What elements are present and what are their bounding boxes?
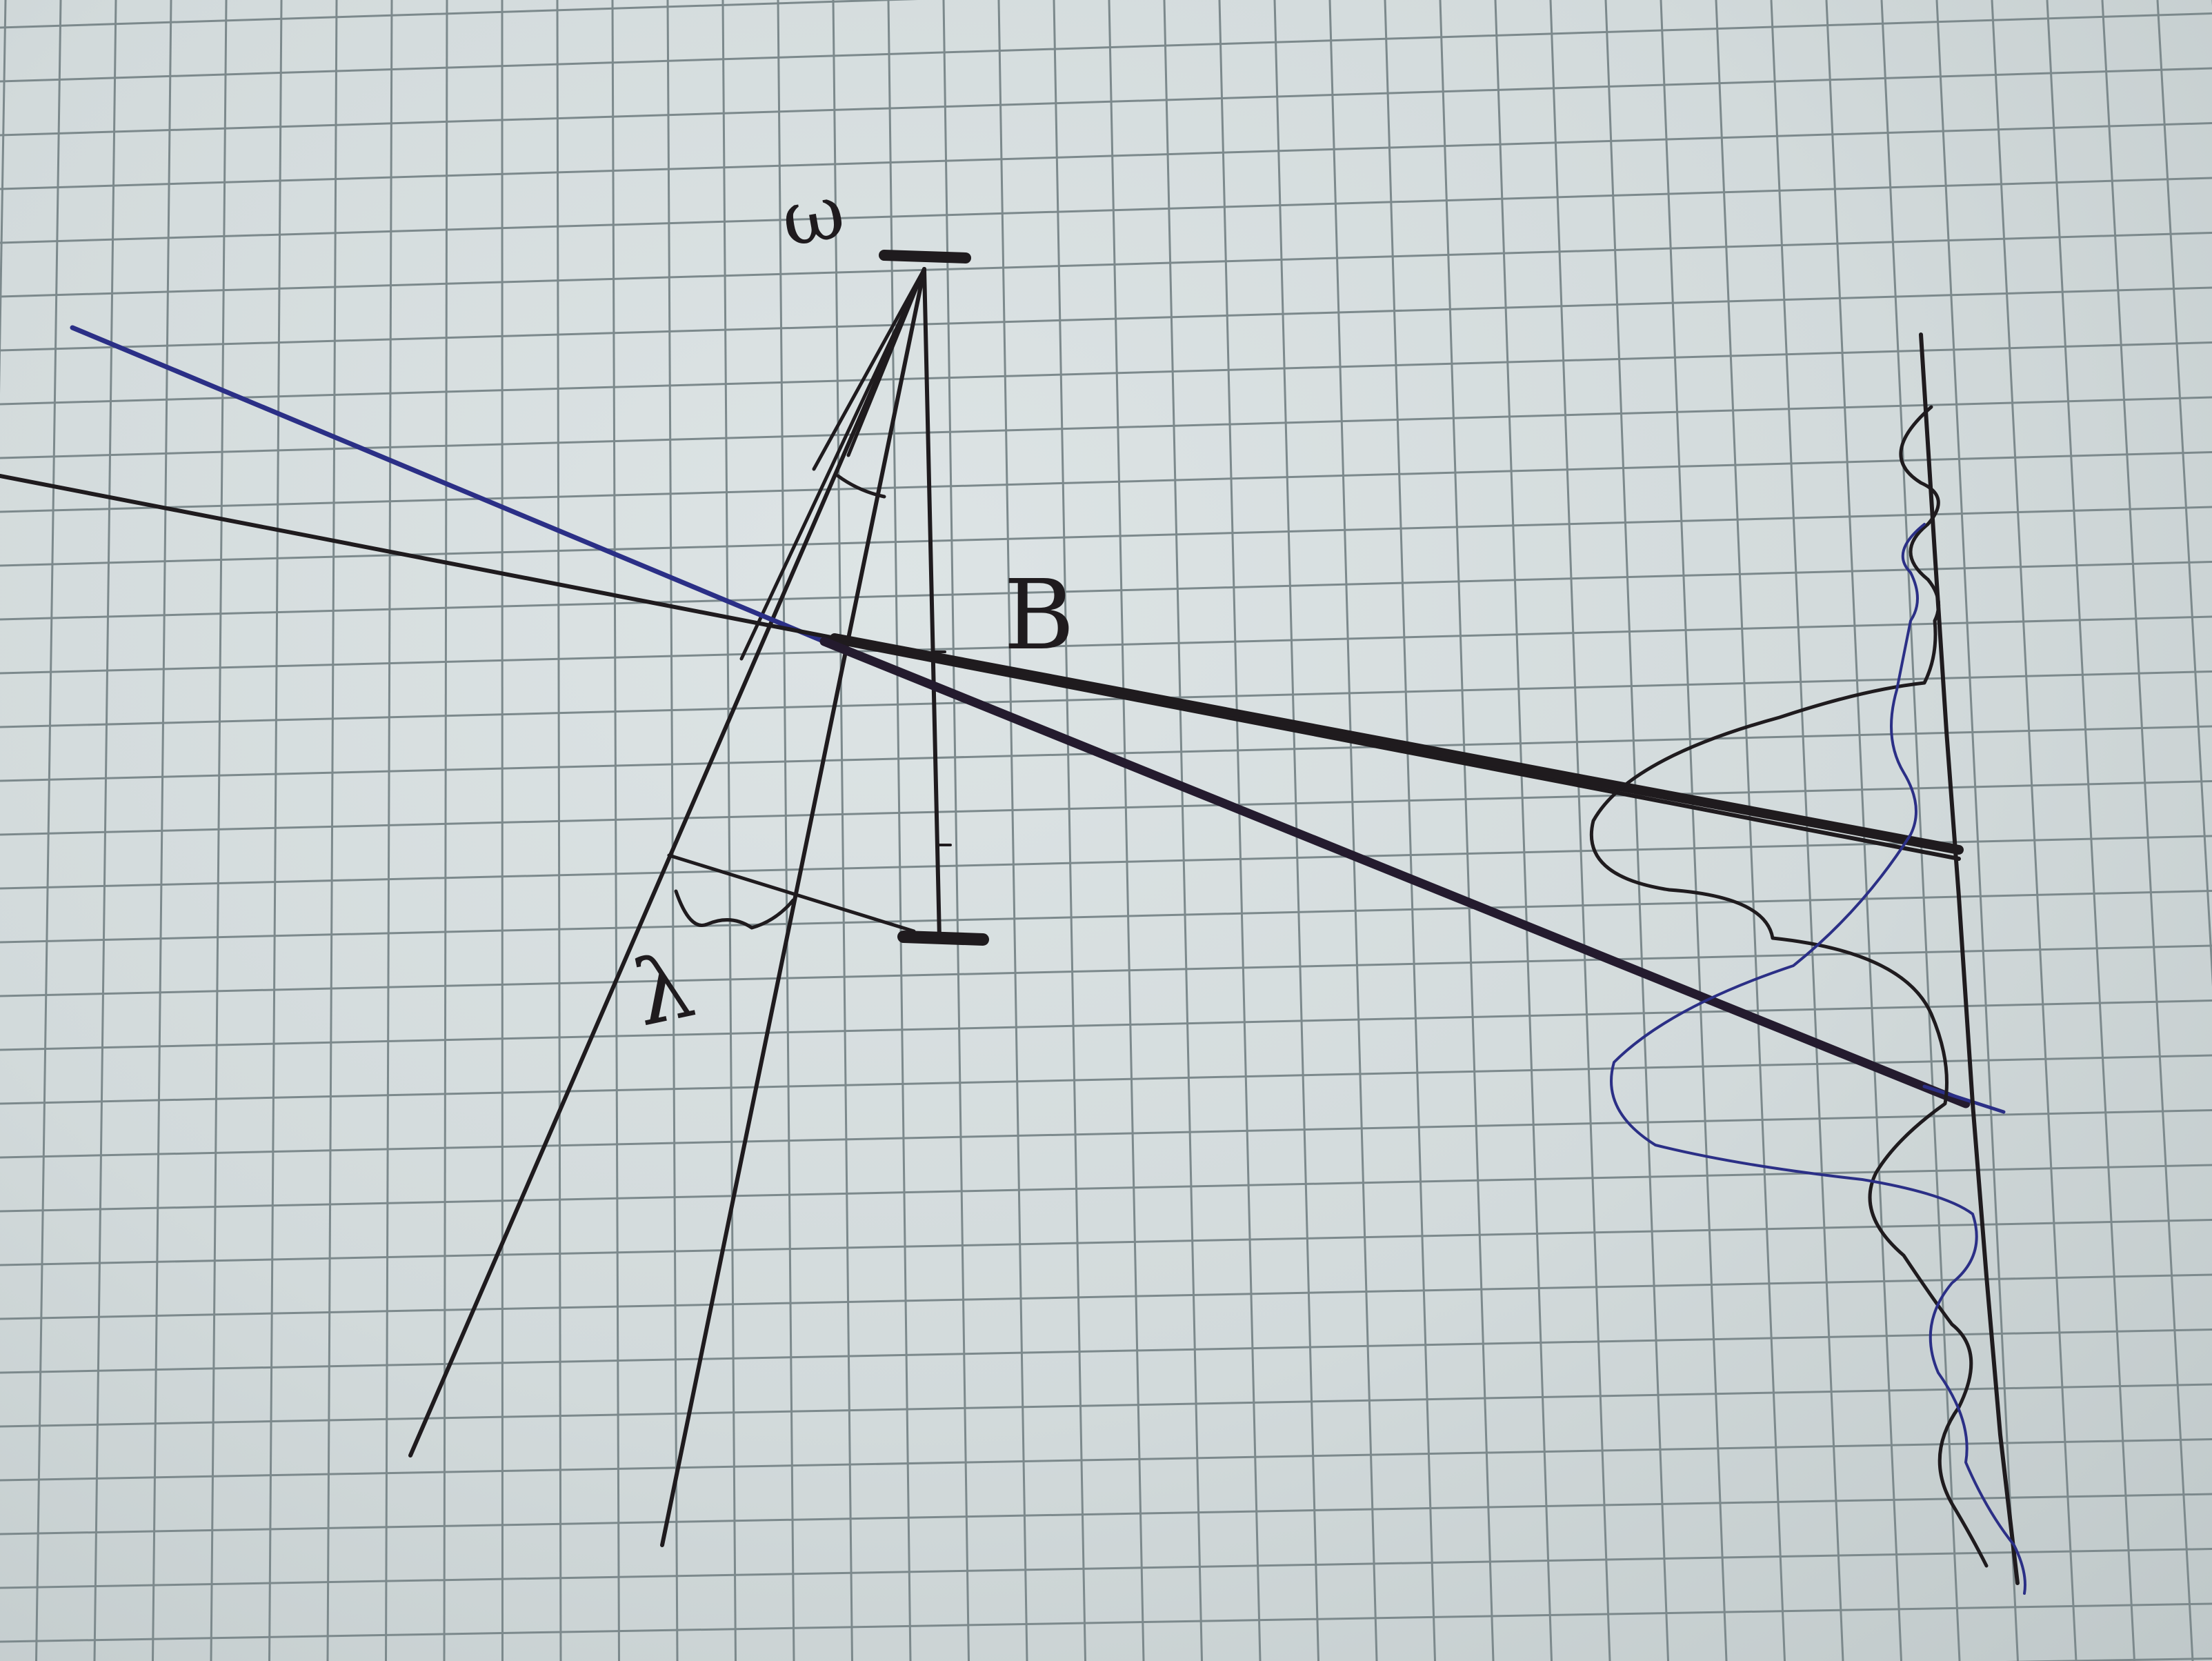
grid-vertical-line (1108, 0, 1145, 1661)
grid-vertical-line (997, 0, 1028, 1661)
grid-horizontal-line (0, 451, 2212, 513)
grid-vertical-line (1935, 0, 2019, 1661)
grid-vertical-line (942, 0, 970, 1661)
grid-vertical-line (1494, 0, 1553, 1661)
grid-vertical-line (1218, 0, 1262, 1661)
blue-intensity-curve (1610, 523, 2026, 1595)
grid-horizontal-line (0, 1383, 2212, 1428)
grid-vertical-line (501, 0, 504, 1661)
vertical-axis-line (922, 267, 941, 940)
grid-vertical-line (556, 0, 562, 1661)
grid-horizontal-line (0, 177, 2212, 244)
grid-horizontal-line (0, 1493, 2212, 1535)
grid-vertical-line (93, 0, 117, 1661)
grid-horizontal-line (0, 1054, 2212, 1105)
grid-horizontal-line (0, 122, 2212, 190)
grid-vertical-line (1660, 0, 1728, 1661)
upper-outgoing-beam-edge (833, 639, 1961, 861)
grid-vertical-line (1880, 0, 1961, 1661)
grid-vertical-line (1991, 0, 2078, 1661)
connector-line (667, 853, 916, 933)
grid-horizontal-line (0, 1164, 2212, 1213)
top-emitter-bar (879, 250, 971, 263)
grid-horizontal-line (0, 1219, 2212, 1266)
label-lambda: λ (625, 933, 702, 1047)
grid-horizontal-line (0, 396, 2212, 459)
ray-short-3 (846, 267, 926, 457)
grid-vertical-line (1384, 0, 1436, 1661)
label-B: B (1004, 559, 1075, 672)
upper-outgoing-beam (830, 633, 1964, 855)
ray-long-left (408, 267, 926, 1458)
screen-line (1919, 332, 2020, 1585)
grid-vertical-line (2101, 0, 2194, 1661)
grid-vertical-line (1549, 0, 1611, 1661)
grid-vertical-line (1053, 0, 1086, 1661)
grid-vertical-line (443, 0, 448, 1661)
lower-beam-tail (1922, 1084, 2006, 1114)
grid-horizontal-line (0, 670, 2212, 728)
grid-vertical-line (611, 0, 620, 1661)
grid-vertical-line (2156, 0, 2212, 987)
grid-horizontal-line (0, 0, 918, 29)
grid-vertical-line (385, 0, 393, 1661)
lower-outgoing-beam (819, 637, 1971, 1108)
grid-horizontal-line (0, 944, 2212, 997)
emitter-rays (408, 267, 941, 1547)
grid-horizontal-line (0, 1602, 2212, 1643)
grid-vertical-line (666, 0, 679, 1661)
grid-vertical-line (777, 0, 795, 1661)
ray-short-2 (812, 267, 926, 471)
grid-horizontal-line (0, 67, 2212, 137)
grid-vertical-line (0, 0, 7, 395)
grid-horizontal-line (0, 1109, 2212, 1159)
grid-horizontal-line (0, 890, 2212, 944)
grid-vertical-line (210, 0, 228, 1661)
grid-vertical-line (832, 0, 853, 1661)
grid-horizontal-line (0, 780, 2212, 836)
grid-horizontal-line (0, 286, 2212, 352)
grid-vertical-line (35, 0, 62, 1661)
grid-horizontal-line (0, 506, 2212, 567)
grid-vertical-line (1715, 0, 1786, 1661)
blue-incident-line (70, 325, 827, 644)
grid-vertical-line (1328, 0, 1378, 1661)
bottom-angle-arc (674, 889, 795, 930)
grid-vertical-line (721, 0, 737, 1661)
grid-vertical-line (887, 0, 912, 1661)
black-intensity-curve (1589, 405, 1989, 1568)
grid-vertical-line (326, 0, 338, 1661)
grid-horizontal-line (0, 1438, 2212, 1482)
grid-horizontal-line (0, 1273, 2212, 1320)
ray-short-1 (739, 267, 926, 661)
grid-horizontal-line (0, 615, 2212, 675)
grid-horizontal-line (0, 561, 2212, 621)
grid-horizontal-line (0, 999, 2212, 1051)
ray-long-inner (660, 267, 926, 1547)
top-angle-arc (836, 474, 886, 499)
grid-horizontal-line (0, 232, 2212, 298)
label-omega: ω (775, 166, 851, 264)
grid-vertical-line (268, 0, 283, 1661)
black-incident-line (0, 474, 837, 640)
grid-horizontal-line (0, 341, 2212, 406)
grid-vertical-line (1163, 0, 1203, 1661)
grid-vertical-line (1604, 0, 1669, 1661)
grid-horizontal-line (0, 1329, 2212, 1374)
grid-horizontal-line (0, 12, 2212, 83)
grid-horizontal-line (2005, 1658, 2212, 1661)
bottom-detector-bar (897, 931, 989, 946)
grid-horizontal-line (0, 835, 2212, 890)
grid-vertical-line (2046, 0, 2135, 1661)
grid-vertical-line (1439, 0, 1495, 1661)
grid-horizontal-line (0, 1548, 2212, 1589)
